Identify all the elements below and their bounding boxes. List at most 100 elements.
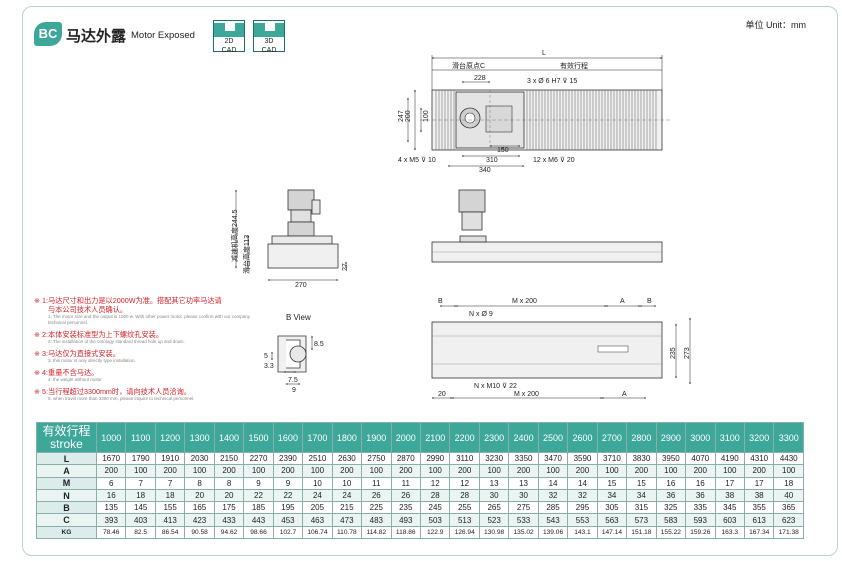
- table-cell: 94.62: [213, 525, 245, 540]
- table-cell: 14: [567, 476, 598, 490]
- table-cell: 17: [743, 476, 775, 490]
- table-cell: 325: [655, 501, 687, 515]
- table-cell: 3830: [626, 451, 657, 466]
- table-cell: 86.54: [154, 525, 186, 540]
- table-cell: 2510: [302, 451, 333, 466]
- stroke-header-cell: 2100: [419, 422, 451, 453]
- table-cell: 3950: [655, 451, 687, 466]
- table-cell: 28: [419, 488, 451, 503]
- unit-label: 单位 Unit：mm: [745, 20, 807, 30]
- table-cell: 503: [419, 513, 451, 527]
- table-cell: 38: [743, 488, 775, 503]
- table-cell: 10: [331, 476, 363, 490]
- table-cell: 593: [685, 513, 716, 527]
- table-cell: 100: [714, 464, 745, 478]
- dim-3-3: 3.3: [264, 363, 274, 370]
- table-cell: 413: [154, 513, 186, 527]
- table-cell: 513: [449, 513, 480, 527]
- table-cell: 573: [626, 513, 657, 527]
- stroke-header-cell: 1100: [125, 422, 156, 453]
- table-cell: 345: [714, 501, 745, 515]
- table-cell: 533: [508, 513, 539, 527]
- table-cell: 295: [567, 501, 598, 515]
- table-cell: 151.18: [626, 525, 657, 540]
- note-2: ※ 2:本体安装标准型为上下螺纹孔安装。 2: The installation…: [34, 330, 264, 345]
- table-cell: 118.86: [390, 525, 421, 540]
- table-cell: 24: [302, 488, 333, 503]
- stroke-header-cell: 2200: [449, 422, 480, 453]
- corner-en: stroke: [50, 436, 83, 451]
- note-2-en: 2: The installation of the ontology stan…: [48, 339, 185, 344]
- table-cell: 563: [596, 513, 628, 527]
- table-cell: 22: [243, 488, 274, 503]
- table-cell: 4310: [743, 451, 775, 466]
- cad-3d-button[interactable]: 3D CAD: [253, 20, 285, 54]
- corner-cn: 有效行程: [42, 423, 91, 438]
- file-icon: [214, 23, 244, 37]
- stroke-header-cell: 1300: [184, 422, 215, 453]
- table-cell: 30: [478, 488, 510, 503]
- dim-247: 247: [398, 110, 405, 122]
- table-cell: 200: [743, 464, 775, 478]
- table-cell: 18: [125, 488, 156, 503]
- stroke-header-cell: 2300: [478, 422, 510, 453]
- table-cell: 100: [773, 464, 804, 478]
- table-cell: 315: [626, 501, 657, 515]
- table-cell: 200: [508, 464, 539, 478]
- bottom-view: [431, 321, 663, 379]
- table-cell: 22: [272, 488, 304, 503]
- table-cell: 110.78: [331, 525, 363, 540]
- b-view-label: B View: [286, 313, 311, 322]
- table-cell: 200: [154, 464, 186, 478]
- table-cell: 32: [537, 488, 569, 503]
- dim-7-5: 7.5: [288, 377, 298, 384]
- holes-top-label: 3 x Ø 6 H7 ⊽ 15: [527, 77, 577, 85]
- note-1-en: 1: The motor size and the output is 1000…: [48, 314, 251, 325]
- table-cell: 114.82: [361, 525, 392, 540]
- table-cell: 305: [596, 501, 628, 515]
- table-cell: 100: [184, 464, 215, 478]
- holes-m10-label: N x M10 ⊽ 22: [474, 382, 517, 390]
- table-cell: 130.98: [478, 525, 510, 540]
- file-icon: [254, 23, 284, 37]
- table-cell: 171.38: [773, 525, 804, 540]
- table-cell: 200: [567, 464, 598, 478]
- note-4-en: 4: the weight without motor: [48, 377, 102, 382]
- table-cell: 18: [154, 488, 186, 503]
- table-corner-cell: 有效行程 stroke: [36, 422, 97, 453]
- table-cell: 13: [478, 476, 510, 490]
- side-view-left: [267, 189, 339, 269]
- table-cell: 423: [184, 513, 215, 527]
- table-cell: 3230: [478, 451, 510, 466]
- table-cell: 255: [449, 501, 480, 515]
- table-cell: 18: [773, 476, 804, 490]
- table-cell: 200: [390, 464, 421, 478]
- cad-2d-button[interactable]: 2D CAD: [213, 20, 245, 54]
- table-cell: 26: [361, 488, 392, 503]
- table-cell: 100: [419, 464, 451, 478]
- table-cell: 200: [331, 464, 363, 478]
- table-cell: 483: [361, 513, 392, 527]
- table-cell: 1670: [95, 451, 127, 466]
- table-cell: 195: [272, 501, 304, 515]
- table-cell: 102.7: [272, 525, 304, 540]
- slide-height-label: 滑台高度113: [242, 235, 251, 274]
- table-cell: 15: [626, 476, 657, 490]
- table-cell: 6: [95, 476, 127, 490]
- dim-Mx200-top: M x 200: [512, 298, 537, 305]
- table-cell: 32: [567, 488, 598, 503]
- holes-n9-label: N x Ø 9: [469, 311, 493, 318]
- reducer-height-label: 减速机高度244.5: [230, 209, 239, 262]
- dim-9: 9: [292, 387, 296, 394]
- dim-228: 228: [474, 75, 486, 82]
- table-cell: 163.3: [714, 525, 745, 540]
- dim-5: 5: [264, 353, 268, 360]
- table-cell: 34: [596, 488, 628, 503]
- slide-origin-label: 滑台原点C: [452, 61, 485, 70]
- table-cell: 1910: [154, 451, 186, 466]
- cad-2d-line1: 2D: [224, 38, 234, 45]
- table-cell: 473: [331, 513, 363, 527]
- table-cell: 523: [478, 513, 510, 527]
